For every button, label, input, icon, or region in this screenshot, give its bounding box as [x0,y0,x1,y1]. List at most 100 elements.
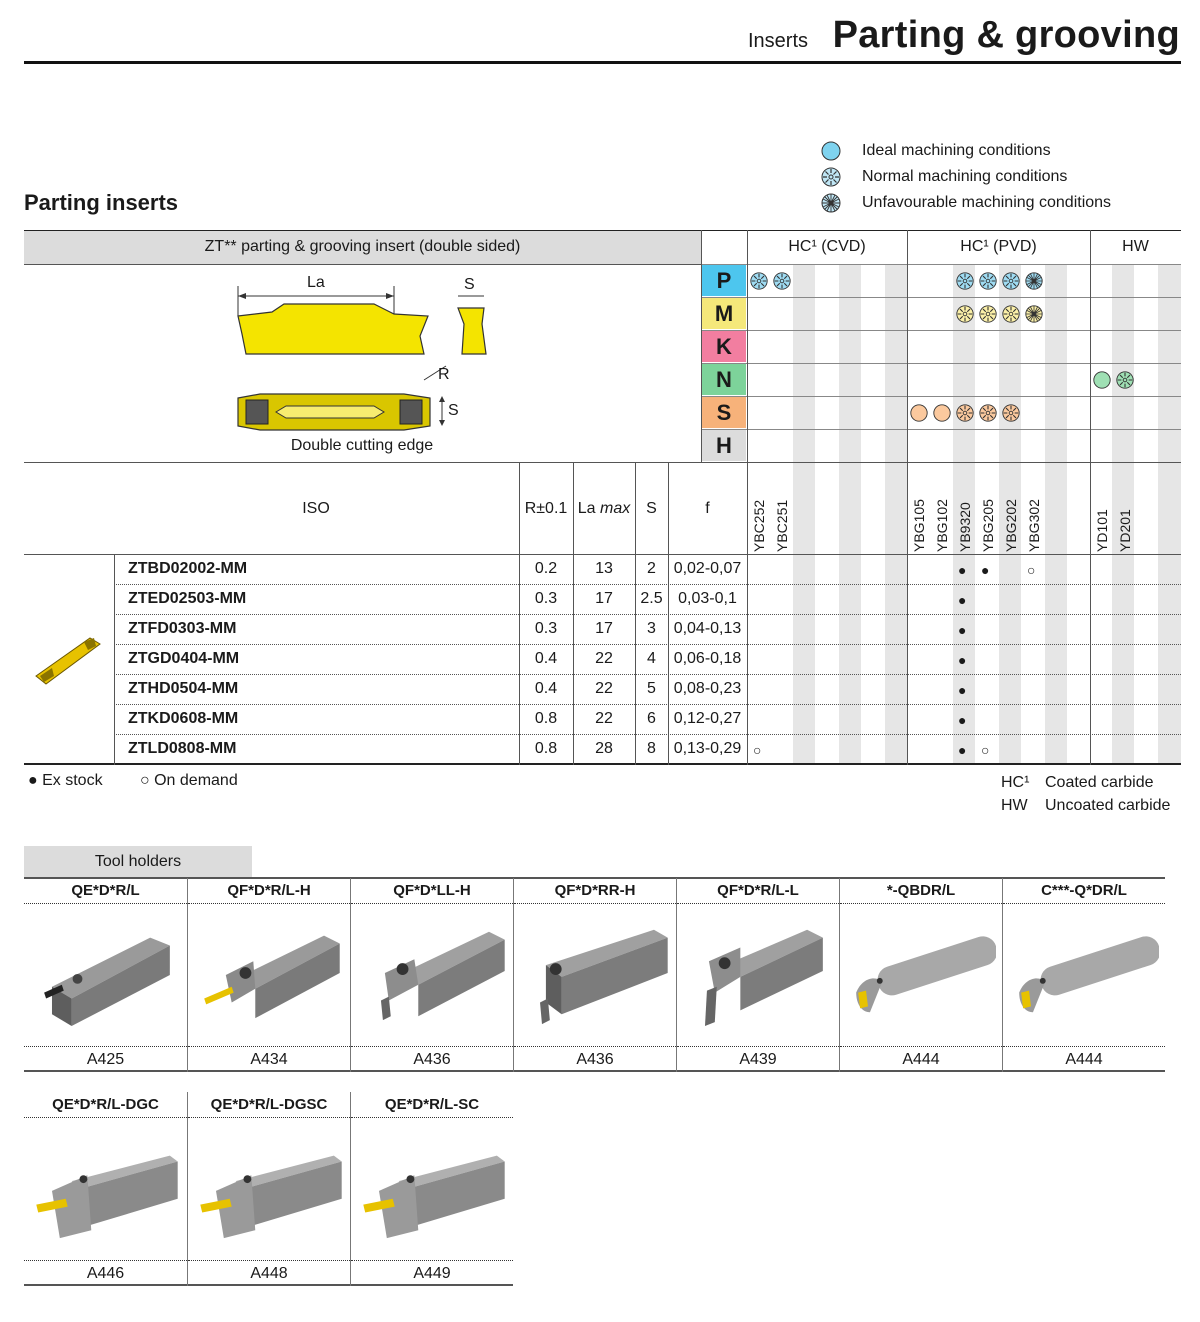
group-cvd: HC¹ (CVD) [788,238,866,255]
grade-yd101: YD101 [1094,509,1110,552]
row-2-r: 0.3 [534,620,558,637]
diagram-caption: Double cutting edge [290,437,434,454]
material-s: S [702,397,746,428]
footnote-hw: HW [1001,797,1028,814]
col-r: R±0.1 [524,500,568,517]
tool-holder-card: QF*D*R/L-H A434 [187,878,350,1072]
unfavourable-flower-icon [1025,272,1043,290]
row-4-s: 5 [647,680,656,697]
material-m: M [702,298,746,329]
normal-flower-icon [979,272,997,290]
stock-filled: ● [958,712,967,728]
tool-holder-image [540,929,668,1025]
row-4-f: 0,08-0,23 [673,680,742,697]
legend-item-normal: Normal machining conditions [820,164,1111,190]
material-h: H [702,430,746,461]
footnote-hc-desc: Coated carbide [1045,774,1154,791]
tool-holders-rule [24,877,1165,879]
row-5-f: 0,12-0,27 [673,710,742,727]
row-3-iso: ZTGD0404-MM [128,650,240,667]
tool-holder-image [200,1155,342,1239]
row-2-s: 3 [647,620,656,637]
material-n: N [702,364,746,395]
stock-filled: ● [958,682,967,698]
row-5-la: 22 [595,710,613,727]
col-la: La max [577,500,631,517]
row-6-iso: ZTLD0808-MM [128,740,237,757]
tool-holder-name: *-QBDR/L [840,878,1002,904]
tool-holder-image [380,931,505,1021]
row-5-s: 6 [647,710,656,727]
row-2-la: 17 [595,620,613,637]
normal-flower-icon [750,272,768,290]
row-4-r: 0.4 [534,680,558,697]
legend: Ideal machining conditions Normal machin… [820,138,1111,216]
diagram-r-label: R [438,366,450,383]
normal-flower-icon [1002,272,1020,290]
row-6-f: 0,13-0,29 [673,740,742,757]
grade-ybg102: YBG102 [934,499,950,552]
normal-flower-icon [979,404,997,422]
tool-holder-image [36,1155,178,1239]
tool-holder-name: QE*D*R/L-DGSC [188,1092,350,1118]
insert-header-band [24,230,701,264]
grade-ybg202: YBG202 [1003,499,1019,552]
tool-holder-name: QF*D*R/L-H [188,878,350,904]
row-4-la: 22 [595,680,613,697]
stock-open: ○ [753,742,762,758]
tool-holder-name: QE*D*R/L-DGC [24,1092,187,1118]
footnote-ex-stock: ● Ex stock [28,772,103,789]
row-0-iso: ZTBD02002-MM [128,560,248,577]
normal-flower-icon [1002,404,1020,422]
grade-yd201: YD201 [1117,509,1133,552]
stock-filled: ● [958,742,967,758]
stock-filled: ● [981,562,990,578]
group-pvd: HC¹ (PVD) [960,238,1037,255]
normal-flower-icon [956,305,974,323]
diagram-s2-label: S [448,402,459,419]
tool-holder-page-ref: A444 [840,1046,1002,1072]
group-hw: HW [1122,238,1149,255]
row-3-f: 0,06-0,18 [673,650,742,667]
diagram-la-label: La [307,274,325,291]
tool-holder-page-ref: A444 [1003,1046,1165,1072]
normal-flower-icon [821,167,841,187]
tool-holder-page-ref: A449 [351,1260,513,1286]
col-s: S [646,500,657,517]
row-6-la: 28 [595,740,613,757]
header-rule [24,61,1181,64]
tool-holder-name: C***-Q*DR/L [1003,878,1165,904]
row-1-iso: ZTED02503-MM [128,590,247,607]
insert-diagram [237,286,487,431]
normal-flower-icon [956,404,974,422]
ideal-circle-icon [821,141,841,161]
tool-holder-image [363,1155,505,1239]
tool-holder-name: QF*D*RR-H [514,878,676,904]
row-3-la: 22 [595,650,613,667]
tool-holder-image [856,936,996,1013]
unfavourable-flower-icon [821,193,841,213]
grade-ybc252: YBC252 [751,499,767,552]
stock-open: ○ [1027,562,1036,578]
row-2-f: 0,04-0,13 [673,620,742,637]
legend-item-ideal: Ideal machining conditions [820,138,1111,164]
tool-holder-page-ref: A434 [188,1046,350,1072]
row-5-r: 0.8 [534,710,558,727]
normal-flower-icon [1002,305,1020,323]
ideal-circle-icon [933,404,951,422]
page-title: Parting & grooving [832,14,1180,56]
header-subtitle: Inserts [748,30,809,52]
col-iso: ISO [302,500,330,517]
legend-label-normal: Normal machining conditions [862,168,1068,185]
tool-holders-tab: Tool holders [24,846,252,878]
row-1-s: 2.5 [640,590,663,607]
row-2-iso: ZTFD0303-MM [128,620,237,637]
stock-filled: ● [958,652,967,668]
unfavourable-flower-icon [1025,305,1043,323]
col-f: f [705,500,710,517]
tool-holder-image [1019,936,1159,1013]
